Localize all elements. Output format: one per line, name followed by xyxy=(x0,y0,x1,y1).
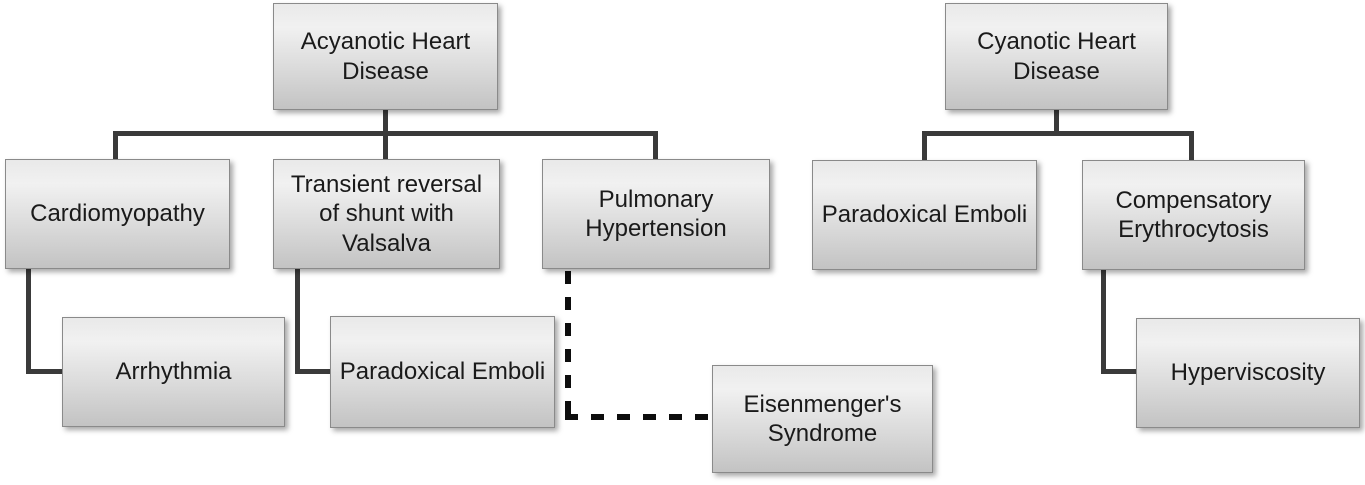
node-compensatory-erythrocytosis: Compensatory Erythrocytosis xyxy=(1082,160,1305,270)
node-eisenmengers-syndrome: Eisenmenger's Syndrome xyxy=(712,365,933,473)
node-label: Compensatory Erythrocytosis xyxy=(1115,186,1272,243)
node-arrhythmia: Arrhythmia xyxy=(62,317,285,427)
node-label: Arrhythmia xyxy=(115,358,232,386)
connector-cyanotic-bar xyxy=(922,131,1194,136)
node-label: Pulmonary Hypertension xyxy=(585,185,727,242)
node-label: Eisenmenger's Syndrome xyxy=(743,390,902,447)
node-label: Paradoxical Emboli xyxy=(821,201,1028,229)
connector-cyanotic-stem xyxy=(1054,110,1059,136)
node-cardiomyopathy: Cardiomyopathy xyxy=(5,159,230,269)
connector-compensatory-hyperviscosity-horizontal xyxy=(1101,369,1136,374)
node-pulmonary-hypertension: Pulmonary Hypertension xyxy=(542,159,770,269)
connector-cardiomyopathy-arrhythmia-horizontal xyxy=(26,369,62,374)
node-hyperviscosity: Hyperviscosity xyxy=(1136,318,1360,428)
node-label: Cardiomyopathy xyxy=(30,200,205,228)
node-transient-reversal-of-shunt: Transient reversal of shunt with Valsalv… xyxy=(273,159,500,269)
connector-pulmonary-eisenmenger-dashed-vertical xyxy=(565,271,571,420)
node-acyanotic-heart-disease: Acyanotic Heart Disease xyxy=(273,3,498,110)
node-label: Transient reversal of shunt with Valsalv… xyxy=(290,171,483,257)
node-label: Cyanotic Heart Disease xyxy=(977,28,1136,85)
node-label: Paradoxical Emboli xyxy=(339,358,546,386)
connector-transient-paradoxical-horizontal xyxy=(295,369,330,374)
connector-drop-cardiomyopathy xyxy=(113,131,118,159)
node-cyanotic-heart-disease: Cyanotic Heart Disease xyxy=(945,3,1168,110)
connector-cardiomyopathy-arrhythmia-vertical xyxy=(26,269,31,374)
node-paradoxical-emboli-right: Paradoxical Emboli xyxy=(812,160,1037,270)
node-label: Acyanotic Heart Disease xyxy=(300,28,471,85)
connector-compensatory-hyperviscosity-vertical xyxy=(1101,270,1106,374)
connector-drop-compensatory-erythrocytosis xyxy=(1189,131,1194,160)
connector-acyanotic-bar xyxy=(113,131,658,136)
connector-transient-paradoxical-vertical xyxy=(295,269,300,374)
connector-drop-paradoxical-emboli-right xyxy=(922,131,927,160)
connector-drop-pulmonary-hypertension xyxy=(653,131,658,159)
node-label: Hyperviscosity xyxy=(1170,359,1326,387)
connector-pulmonary-eisenmenger-dashed-horizontal xyxy=(565,414,712,420)
node-paradoxical-emboli-left: Paradoxical Emboli xyxy=(330,316,555,428)
